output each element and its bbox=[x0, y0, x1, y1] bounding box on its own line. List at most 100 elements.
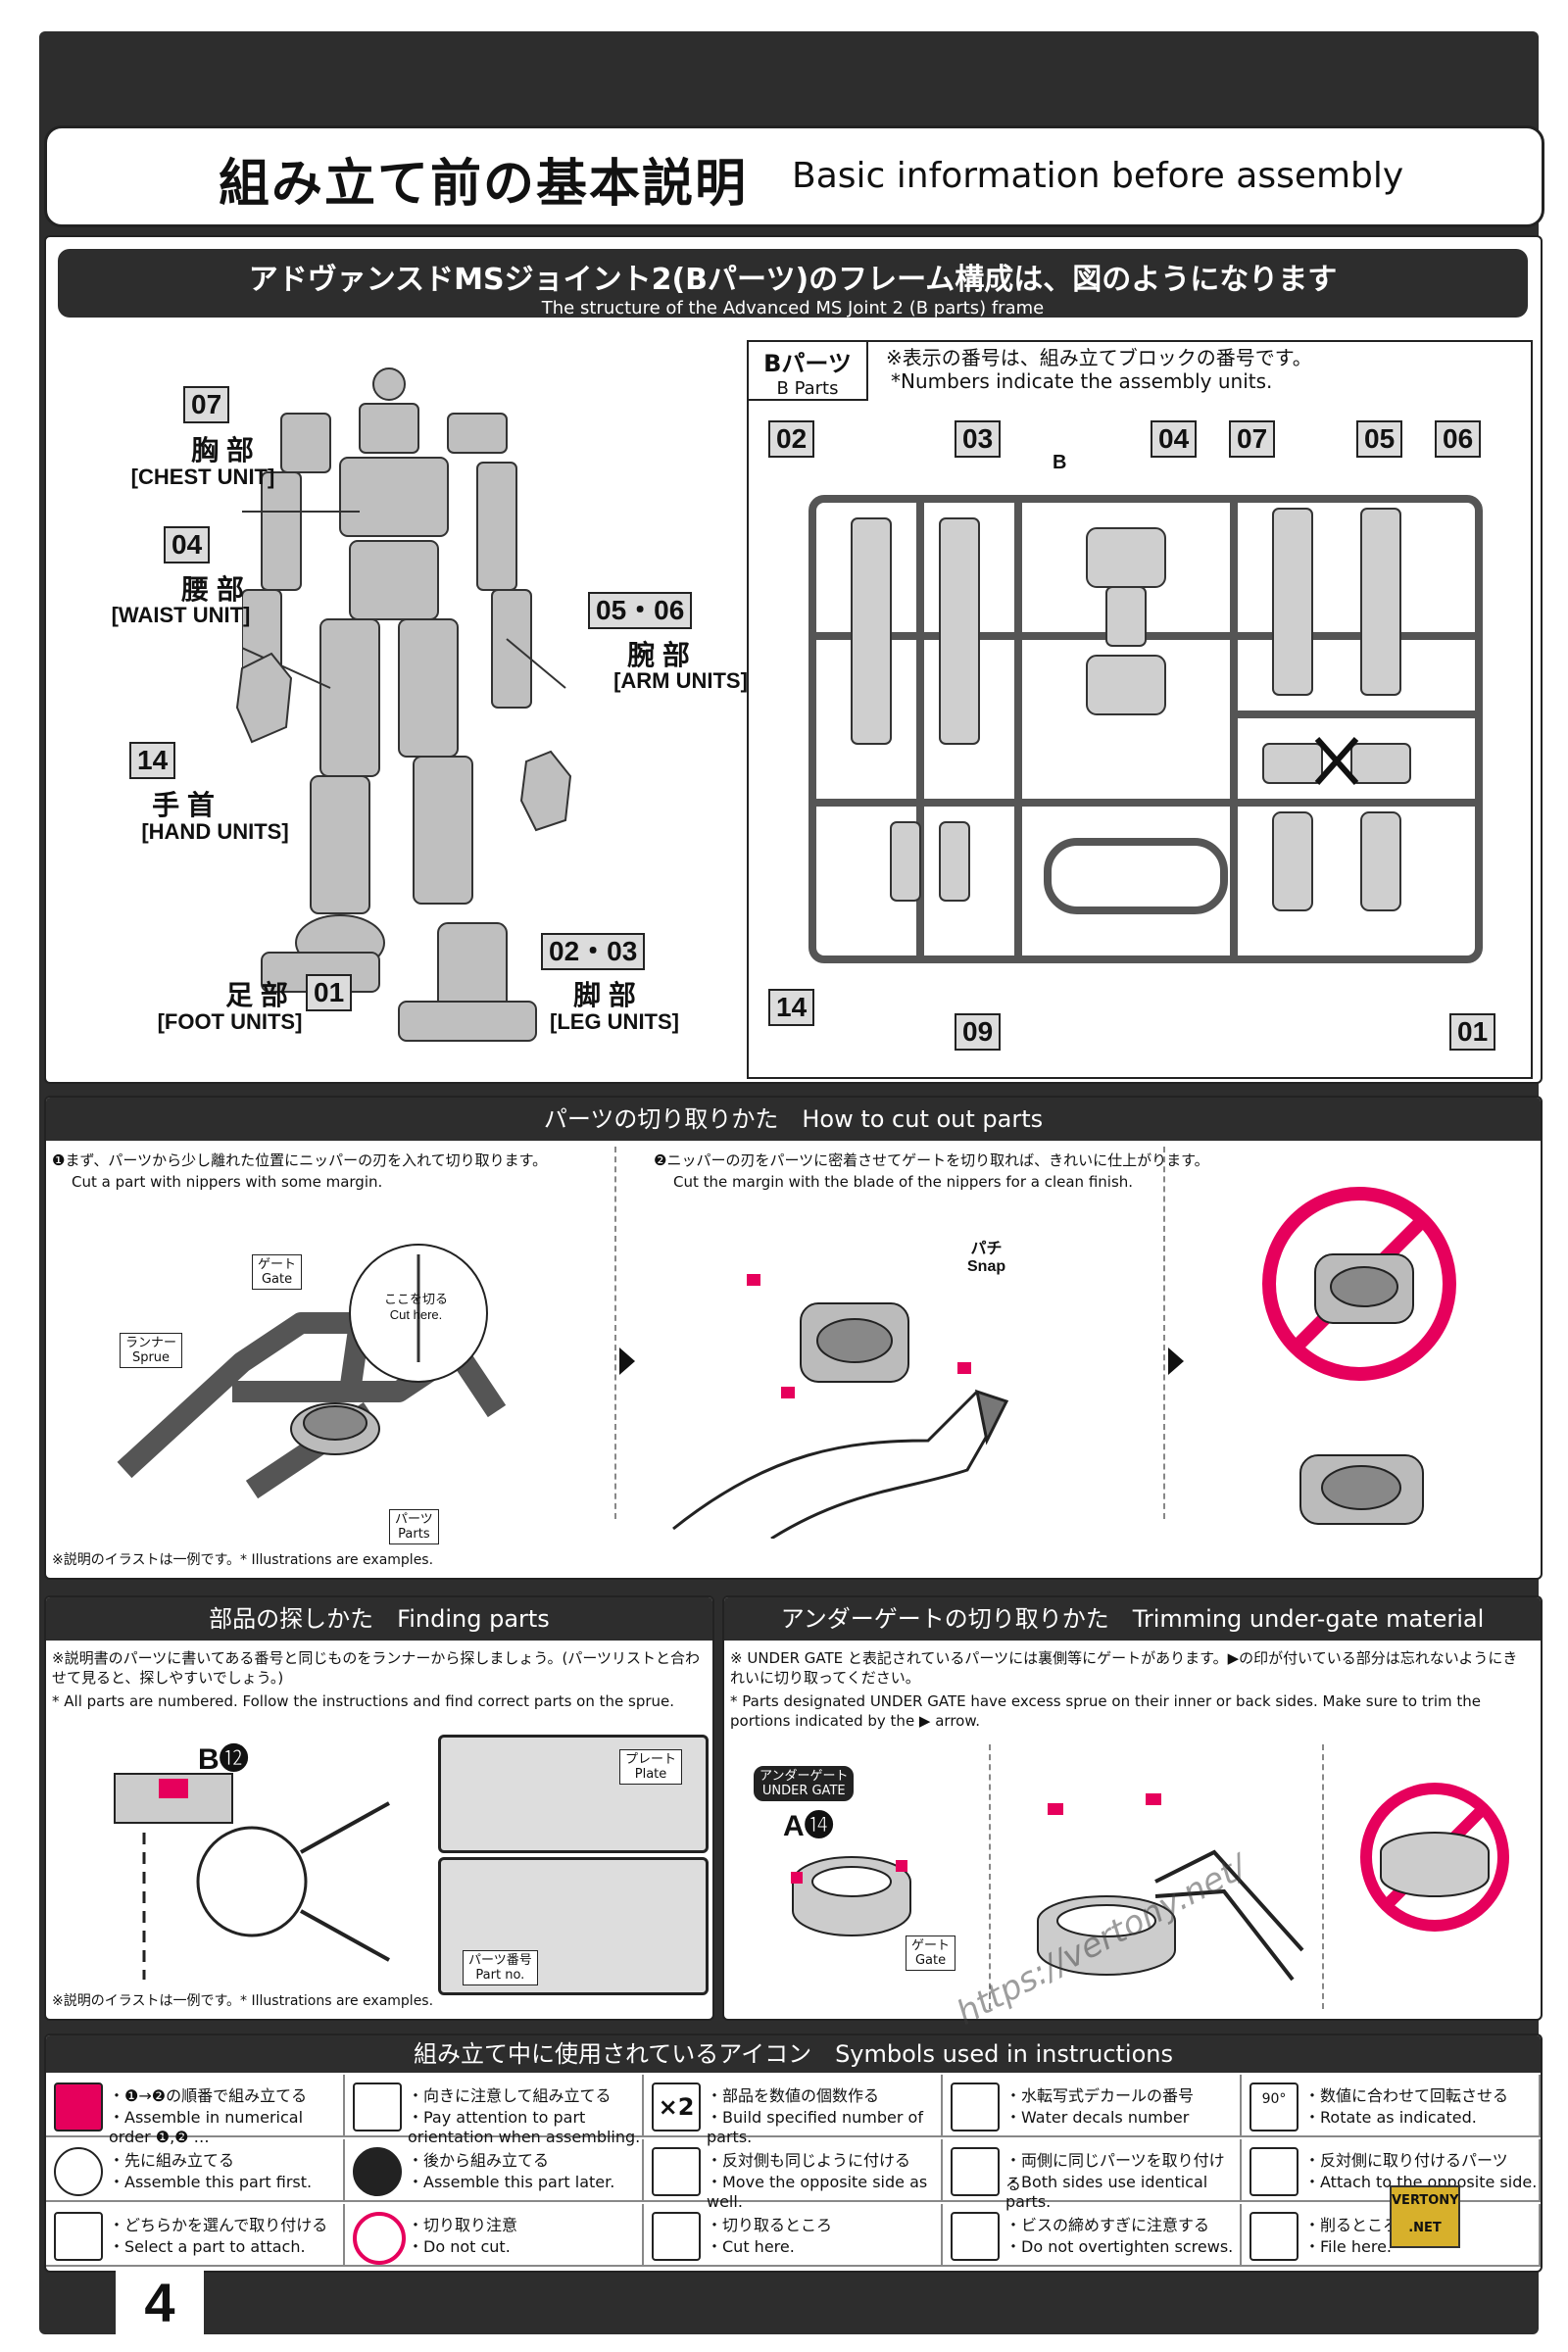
symbol-label-en: ・Rotate as indicated. bbox=[1304, 2108, 1477, 2127]
waist-unit-jp: 腰 部 bbox=[181, 574, 244, 605]
symbols-title-bar: 組み立て中に使用されているアイコン Symbols used in instru… bbox=[46, 2035, 1541, 2073]
under-gate-badge: アンダーゲート UNDER GATE bbox=[754, 1766, 855, 1801]
attach-opposite-icon bbox=[1250, 2147, 1298, 2196]
build-count-icon: ×2 bbox=[652, 2082, 701, 2132]
snap-label: パチ Snap bbox=[967, 1241, 1006, 1275]
hand-units-jp: 手 首 bbox=[152, 790, 215, 820]
symbol-label-en: ・Assemble this part first. bbox=[109, 2173, 313, 2191]
symbol-label-en: ・Water decals number bbox=[1005, 2108, 1190, 2127]
symbol-label-jp: ・部品を数値の個数作る bbox=[707, 2086, 880, 2105]
cut-step2-en: Cut the margin with the blade of the nip… bbox=[673, 1173, 1134, 1191]
unit-04-number: 04 bbox=[164, 526, 211, 564]
frame-title-bar: アドヴァンスドMSジョイント2(Bパーツ)のフレーム構成は、図のようになります … bbox=[58, 249, 1528, 318]
frame-figure bbox=[242, 368, 566, 1042]
cut-here-label: ここを切る Cut here. bbox=[384, 1292, 449, 1322]
under-divider-2 bbox=[1322, 1744, 1324, 2009]
cut-title-bar: パーツの切り取りかた How to cut out parts bbox=[46, 1098, 1541, 1141]
symbol-cut-here: ・切り取るところ・Cut here. bbox=[644, 2204, 943, 2267]
runner-label-04: 04 bbox=[1151, 420, 1198, 458]
file-here-icon bbox=[1250, 2212, 1298, 2261]
symbol-label-en: ・Attach to the opposite side. bbox=[1304, 2173, 1538, 2191]
cut-divider-2 bbox=[1163, 1147, 1167, 1519]
under-note-en: * Parts designated UNDER GATE have exces… bbox=[730, 1692, 1481, 1730]
symbol-assemble-later: ・後から組み立てる・Assemble this part later. bbox=[345, 2139, 644, 2202]
symbol-assembly-order: ・❶→❷の順番で組み立てる・Assemble in numerical orde… bbox=[46, 2075, 345, 2146]
clean-part-illustration bbox=[1299, 1454, 1424, 1525]
cut-step1-jp: ❶まず、パーツから少し離れた位置にニッパーの刃を入れて切り取ります。 bbox=[52, 1152, 548, 1169]
symbol-label-en: ・Build specified number of parts. bbox=[707, 2108, 923, 2146]
find-note-en: * All parts are numbered. Follow the ins… bbox=[52, 1692, 675, 1710]
unit-05-06-number: 05・06 bbox=[588, 592, 693, 629]
cut-parts-panel: パーツの切り取りかた How to cut out parts ❶まず、パーツか… bbox=[44, 1096, 1543, 1580]
cut-here-icon bbox=[652, 2212, 701, 2261]
unit-14-number: 14 bbox=[129, 742, 176, 779]
under-note-jp: ※ UNDER GATE と表記されているパーツには裏側等にゲートがあります。▶… bbox=[730, 1649, 1518, 1687]
symbol-label-en: ・Cut here. bbox=[707, 2237, 795, 2256]
bparts-title-box: Bパーツ B Parts bbox=[749, 342, 868, 401]
symbols-grid: ・❶→❷の順番で組み立てる・Assemble in numerical orde… bbox=[46, 2075, 1541, 2271]
arm-units-jp: 腕 部 bbox=[627, 640, 690, 670]
symbol-label-en: ・Select a part to attach. bbox=[109, 2237, 306, 2256]
under-title-bar: アンダーゲートの切り取りかた Trimming under-gate mater… bbox=[724, 1597, 1541, 1641]
find-title: 部品の探しかた Finding parts bbox=[209, 1605, 550, 1633]
water-decal-icon bbox=[951, 2082, 1000, 2132]
symbol-label-jp: ・数値に合わせて回転させる bbox=[1304, 2086, 1509, 2105]
cut-step1-en: Cut a part with nippers with some margin… bbox=[72, 1173, 383, 1191]
chest-unit-en: [CHEST UNIT] bbox=[130, 465, 275, 489]
rotate-icon: 90° bbox=[1250, 2082, 1298, 2132]
symbol-label-jp: ・両側に同じパーツを取り付ける bbox=[1005, 2151, 1225, 2193]
bparts-note-jp: ※表示の番号は、組み立てブロックの番号です。 bbox=[886, 346, 1312, 369]
symbol-label-jp: ・削るところ bbox=[1304, 2216, 1399, 2234]
under-title: アンダーゲートの切り取りかた Trimming under-gate mater… bbox=[780, 1605, 1485, 1633]
runner-label-06: 06 bbox=[1435, 420, 1482, 458]
symbol-label-jp: ・切り取り注意 bbox=[408, 2216, 518, 2234]
runner-letter: B bbox=[1053, 452, 1067, 473]
symbol-label-en: ・File here. bbox=[1304, 2237, 1393, 2256]
page-title-bar: 組み立て前の基本説明 Basic information before asse… bbox=[44, 125, 1544, 227]
arm-units-en: [ARM UNITS] bbox=[613, 668, 748, 693]
waist-unit-en: [WAIST UNIT] bbox=[111, 603, 251, 627]
assemble-later-icon bbox=[353, 2147, 402, 2196]
symbol-label-jp: ・反対側も同じように付ける bbox=[707, 2151, 911, 2170]
symbol-opposite-side: ・反対側も同じように付ける・Move the opposite side as … bbox=[644, 2139, 943, 2211]
chest-unit-jp: 胸 部 bbox=[191, 435, 254, 466]
foot-units-en: [FOOT UNITS] bbox=[157, 1009, 303, 1034]
under-divider-1 bbox=[989, 1744, 991, 2009]
b12-label: B⓬ bbox=[198, 1743, 249, 1776]
page-number: 4 bbox=[116, 2270, 204, 2336]
gate-tag: ゲート Gate bbox=[252, 1254, 303, 1290]
bparts-title-en: B Parts bbox=[776, 378, 839, 399]
runner-label-09: 09 bbox=[955, 1013, 1002, 1051]
both-sides-icon bbox=[951, 2147, 1000, 2196]
runner-label-03: 03 bbox=[955, 420, 1002, 458]
symbol-do-not-cut: ・切り取り注意・Do not cut. bbox=[345, 2204, 644, 2267]
unit-01-number: 01 bbox=[306, 974, 353, 1011]
under-gate-tag: ゲート Gate bbox=[906, 1936, 956, 1971]
runner-label-14: 14 bbox=[768, 989, 815, 1026]
under-gate-wrong-illustration bbox=[1360, 1783, 1509, 1932]
symbol-label-en: ・Both sides use identical parts. bbox=[1005, 2173, 1208, 2211]
symbol-label-jp: ・どちらかを選んで取り付ける bbox=[109, 2216, 328, 2234]
foot-units-jp: 足 部 bbox=[225, 980, 288, 1010]
runner-label-07: 07 bbox=[1229, 420, 1276, 458]
bparts-title-jp: Bパーツ bbox=[763, 350, 852, 377]
symbol-label-jp: ・切り取るところ bbox=[707, 2216, 833, 2234]
symbol-label-jp: ・反対側に取り付けるパーツ bbox=[1304, 2151, 1508, 2170]
cut-divider-1 bbox=[614, 1147, 618, 1519]
symbol-file-here: ・削るところ・File here. bbox=[1242, 2204, 1541, 2267]
symbol-label-en: ・Do not cut. bbox=[408, 2237, 511, 2256]
bparts-panel: Bパーツ B Parts ※表示の番号は、組み立てブロックの番号です。 *Num… bbox=[747, 340, 1533, 1079]
symbol-both-sides: ・両側に同じパーツを取り付ける・Both sides use identical… bbox=[943, 2139, 1242, 2211]
screw-caution-icon bbox=[951, 2212, 1000, 2261]
sprue-tag: ランナー Sprue bbox=[120, 1333, 183, 1368]
hand-units-en: [HAND UNITS] bbox=[141, 819, 289, 844]
frame-structure-panel: アドヴァンスドMSジョイント2(Bパーツ)のフレーム構成は、図のようになります … bbox=[44, 235, 1543, 1084]
hand-left-figure bbox=[235, 652, 293, 744]
find-footnote: ※説明のイラストは一例です。* Illustrations are exampl… bbox=[52, 1993, 434, 2009]
symbol-label-jp: ・❶→❷の順番で組み立てる bbox=[109, 2086, 308, 2105]
symbol-label-jp: ・後から組み立てる bbox=[408, 2151, 550, 2170]
symbol-label-jp: ・先に組み立てる bbox=[109, 2151, 235, 2170]
a14-label: A⓮ bbox=[783, 1810, 834, 1842]
next-step-arrow-1 bbox=[619, 1348, 635, 1375]
symbol-label-jp: ・水転写式デカールの番号 bbox=[1005, 2086, 1195, 2105]
